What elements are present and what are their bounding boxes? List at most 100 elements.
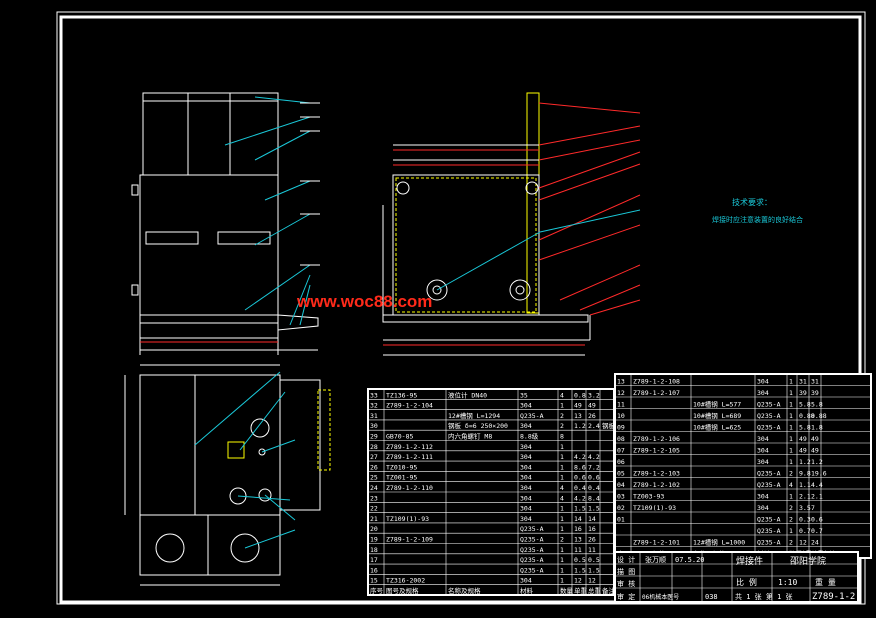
- outer-frame: [56, 11, 866, 605]
- table-cell: 49: [588, 402, 596, 410]
- table-cell: 0.88: [811, 412, 827, 420]
- table-cell: Q235-A: [520, 536, 544, 544]
- table-cell: 24: [811, 539, 819, 547]
- table-cell: 1: [560, 546, 564, 554]
- table-cell: 27: [370, 453, 378, 461]
- title-block-frame: [614, 551, 859, 603]
- designer: 张万顺: [645, 555, 666, 564]
- table-cell: Q235-A: [520, 525, 544, 533]
- top-view-leaders: [194, 371, 296, 549]
- table-cell: 16: [574, 525, 582, 533]
- table-cell: 26: [370, 463, 378, 471]
- table-cell: 5.8: [799, 401, 811, 409]
- table-cell: 0.5: [588, 556, 600, 564]
- table-cell: Q235-A: [757, 481, 781, 489]
- table-cell: 1.2: [811, 458, 823, 466]
- table-cell: 1.1: [799, 481, 811, 489]
- table-cell: 1.5: [574, 566, 586, 574]
- table-cell: 304: [757, 447, 769, 455]
- table-cell: 39: [799, 389, 807, 397]
- table-cell: Q235-A: [757, 401, 781, 409]
- table-cell: 7: [811, 504, 815, 512]
- table-cell: Q235-A: [520, 546, 544, 554]
- table-header-cell: 序号: [370, 586, 384, 595]
- table-header-cell: 数量: [560, 586, 574, 595]
- table-cell: 2: [560, 422, 564, 430]
- table-cell: 4: [789, 481, 793, 489]
- table-cell: 04: [617, 481, 625, 489]
- table-cell: 1.2: [799, 458, 811, 466]
- approve-label: 审 定: [617, 592, 635, 601]
- table-cell: 304: [757, 493, 769, 501]
- table-cell: 31: [370, 412, 378, 420]
- table-cell: 7.2: [588, 463, 600, 471]
- table-cell: 1: [560, 515, 564, 523]
- table-cell: 0.3: [799, 516, 811, 524]
- table-cell: 49: [799, 447, 807, 455]
- table-cell: TZ003-93: [633, 493, 664, 501]
- table-cell: 2: [789, 516, 793, 524]
- table-cell: 304: [520, 474, 532, 482]
- table-cell: 19: [370, 536, 378, 544]
- table-cell: 1: [560, 577, 564, 585]
- table-cell: 13: [574, 412, 582, 420]
- table-cell: 14: [574, 515, 582, 523]
- table-cell: TZ109(1)-93: [386, 515, 429, 523]
- table-cell: 304: [757, 389, 769, 397]
- table-cell: Q235-A: [757, 470, 781, 478]
- table-cell: 1.8: [811, 424, 823, 432]
- table-cell: 1: [789, 412, 793, 420]
- table-cell: 1.2: [574, 422, 586, 430]
- table-cell: Q235-A: [757, 412, 781, 420]
- table-cell: Z789-1-2-101: [633, 539, 680, 547]
- table-cell: 31: [799, 378, 807, 386]
- table-cell: 25: [370, 474, 378, 482]
- table-cell: 304: [757, 435, 769, 443]
- table-cell: 1: [789, 424, 793, 432]
- table-cell: 304: [757, 504, 769, 512]
- table-cell: Z789-1-2-107: [633, 389, 680, 397]
- table-cell: 07: [617, 447, 625, 455]
- table-cell: 304: [520, 422, 532, 430]
- table-header-cell: 材料: [520, 586, 534, 595]
- table-cell: Z789-1-2-103: [633, 470, 680, 478]
- table-cell: Q235-A: [757, 516, 781, 524]
- table-cell: 08: [617, 435, 625, 443]
- table-cell: 1: [789, 447, 793, 455]
- table-cell: 12: [574, 577, 582, 585]
- table-cell: 49: [799, 435, 807, 443]
- table-cell: 304: [520, 515, 532, 523]
- table-cell: TZ136-95: [386, 391, 417, 399]
- table-header-cell: 单重: [574, 586, 588, 595]
- table-cell: 304: [520, 443, 532, 451]
- class-number: 06机械本医号: [642, 593, 679, 601]
- table-cell: 内六角螺钉 M8: [448, 432, 492, 441]
- table-header-cell: 名称及规格: [448, 586, 481, 595]
- table-cell: 12#槽钢 L=1000: [693, 538, 745, 547]
- table-header-cell: 图号及规格: [386, 586, 419, 595]
- table-cell: 13: [617, 378, 625, 386]
- table-cell: 1: [560, 556, 564, 564]
- table-cell: Z789-1-2-112: [386, 443, 433, 451]
- table-cell: 12: [617, 389, 625, 397]
- table-header-cell: 备注: [602, 586, 616, 595]
- table-cell: 05: [617, 470, 625, 478]
- table-cell: 33: [370, 391, 378, 399]
- table-cell: 304: [520, 577, 532, 585]
- table-cell: 304: [520, 453, 532, 461]
- table-cell: TZ001-95: [386, 474, 417, 482]
- table-cell: GB70-85: [386, 433, 413, 441]
- table-cell: 0.4: [574, 484, 586, 492]
- front-view-leaders: [224, 96, 311, 326]
- table-cell: 49: [811, 447, 819, 455]
- side-view-leaders: [538, 102, 641, 316]
- table-cell: Z789-1-2-105: [633, 447, 680, 455]
- table-cell: 1: [789, 493, 793, 501]
- table-cell: 31: [811, 378, 819, 386]
- table-cell: 01: [617, 516, 625, 524]
- table-cell: 03: [617, 493, 625, 501]
- table-cell: 39: [811, 389, 819, 397]
- table-cell: 4.2: [574, 494, 586, 502]
- table-cell: 26: [588, 412, 596, 420]
